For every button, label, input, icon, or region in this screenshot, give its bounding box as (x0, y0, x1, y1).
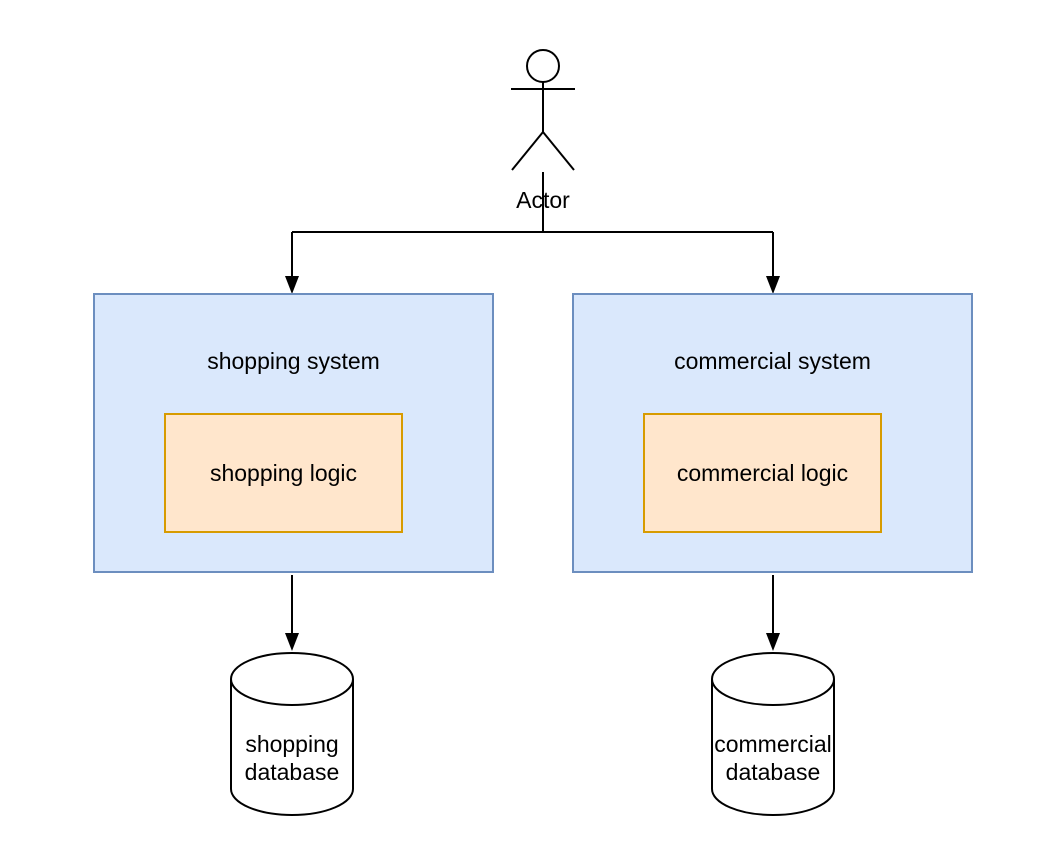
down-arrow-icon (285, 276, 299, 294)
commercial-logic-box: commercial logic (643, 413, 882, 533)
commercial-database-label: commercial database (714, 731, 832, 785)
actor-label: Actor (516, 187, 570, 213)
shopping-system-label: shopping system (207, 348, 380, 374)
commercial-system-box: commercial system commercial logic (572, 293, 973, 573)
commercial-system-label: commercial system (674, 348, 871, 374)
commercial-logic-label: commercial logic (676, 459, 849, 486)
shopping-database-icon (230, 652, 354, 816)
down-arrow-icon (285, 633, 299, 651)
shopping-database-label: shopping database (244, 731, 340, 785)
actor-icon (511, 49, 575, 171)
shopping-logic-box: shopping logic (164, 413, 403, 533)
arrow-to-commercial-database (766, 575, 780, 651)
actor-head (526, 49, 560, 83)
cylinder-body (230, 652, 354, 816)
actor-leg-right (542, 131, 575, 171)
cylinder-body (711, 652, 835, 816)
commercial-database-icon (711, 652, 835, 816)
down-arrow-icon (766, 276, 780, 294)
arrow-to-commercial-system (766, 232, 780, 294)
actor-leg-left (511, 131, 544, 171)
cylinder-top-arc (711, 678, 835, 706)
shopping-logic-label: shopping logic (209, 459, 358, 486)
down-arrow-icon (766, 633, 780, 651)
arrow-to-shopping-database (285, 575, 299, 651)
shopping-system-box: shopping system shopping logic (93, 293, 494, 573)
arrow-to-shopping-system (285, 232, 299, 294)
cylinder-top-arc (230, 678, 354, 706)
